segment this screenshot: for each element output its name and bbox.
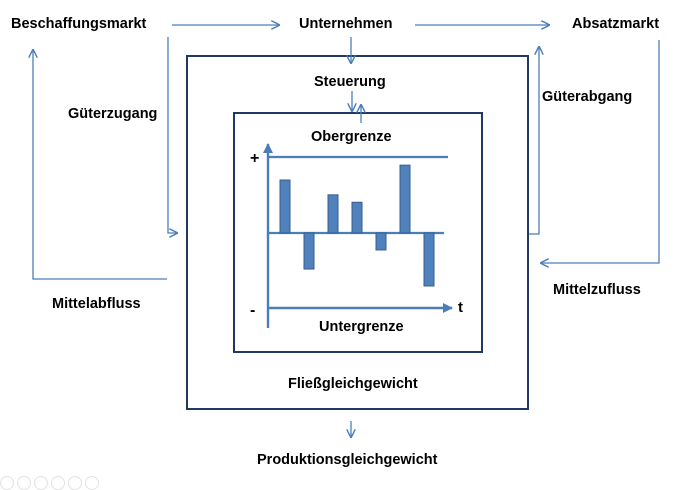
bar-2 [303, 232, 315, 270]
production-equilibrium-label: Produktionsgleichgewicht [257, 452, 438, 468]
plus-sign-label: + [250, 150, 260, 167]
time-axis-label: t [458, 299, 463, 316]
arrow-funds-inflow [541, 40, 660, 263]
goods-inflow-label: Güterzugang [68, 106, 158, 122]
lower-limit-label: Untergrenze [319, 319, 404, 335]
bar-4 [351, 201, 363, 234]
company-label: Unternehmen [299, 16, 393, 32]
bar-6 [399, 164, 411, 234]
sales-market-label: Absatzmarkt [572, 16, 660, 32]
arrow-goods-inflow [167, 37, 177, 233]
chart-bars [279, 164, 435, 287]
minus-sign-label: - [250, 302, 256, 319]
funds-outflow-label: Mittelabfluss [52, 296, 141, 312]
bar-3 [327, 194, 339, 234]
bar-5 [375, 232, 387, 251]
funds-inflow-label: Mittelzufluss [553, 282, 641, 298]
bar-1 [279, 179, 291, 234]
arrow-funds-outflow [33, 50, 167, 280]
arrow-goods-outflow [529, 47, 539, 235]
procurement-market-label: Beschaffungsmarkt [11, 16, 147, 32]
goods-outflow-label: Güterabgang [542, 89, 633, 105]
faint-page-indicators [0, 476, 99, 490]
company-frame [186, 55, 529, 410]
upper-limit-label: Obergrenze [311, 129, 392, 145]
flow-equilibrium-label: Fließgleichgewicht [288, 376, 418, 392]
bar-7 [423, 232, 435, 287]
control-label: Steuerung [314, 74, 386, 90]
